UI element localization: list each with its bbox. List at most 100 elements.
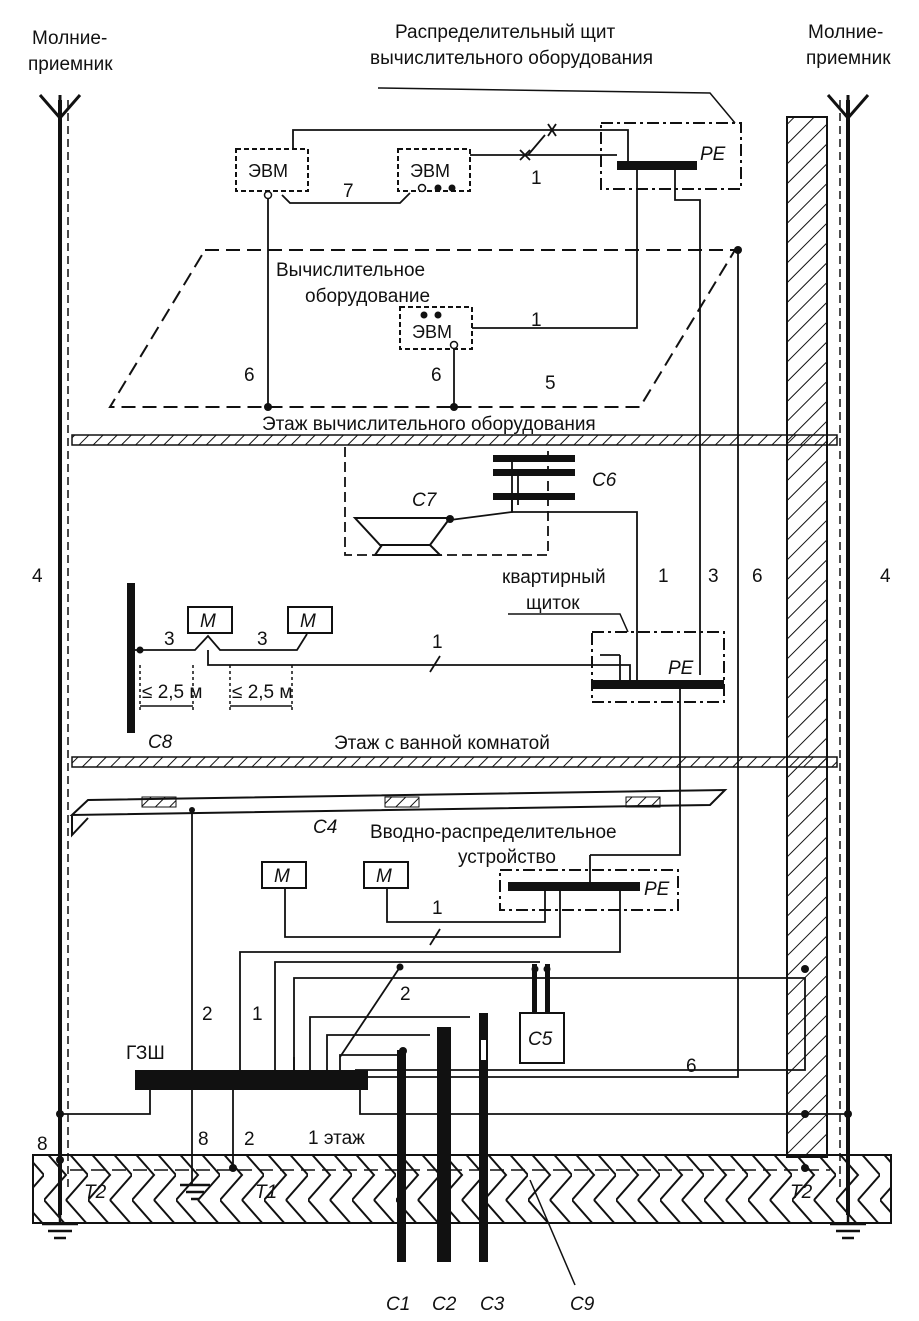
bathtub-c8 xyxy=(127,583,135,733)
pipe-c2 xyxy=(437,1027,451,1262)
svg-text:6: 6 xyxy=(752,566,763,587)
svg-text:2: 2 xyxy=(244,1129,255,1150)
svg-text:T1: T1 xyxy=(255,1182,277,1203)
floor-computing-label: Этаж вычислительного оборудования xyxy=(262,414,596,435)
svg-text:C2: C2 xyxy=(432,1294,457,1315)
svg-text:М: М xyxy=(376,866,392,887)
svg-text:приемник: приемник xyxy=(28,54,113,75)
svg-text:ЭВМ: ЭВМ xyxy=(248,161,288,181)
svg-text:8: 8 xyxy=(198,1129,209,1150)
svg-text:ЭВМ: ЭВМ xyxy=(410,161,450,181)
svg-text:2: 2 xyxy=(202,1004,213,1025)
svg-text:3: 3 xyxy=(708,566,719,587)
svg-text:Вычислительное: Вычислительное xyxy=(276,260,425,281)
svg-text:T2: T2 xyxy=(84,1182,107,1203)
evm-3: ЭВМ xyxy=(399,306,473,350)
computing-area-outline xyxy=(108,249,737,408)
motor-m-2: М xyxy=(287,606,333,634)
svg-text:5: 5 xyxy=(545,373,556,394)
computing-pe-panel xyxy=(600,122,742,190)
svg-text:приемник: приемник xyxy=(806,48,891,69)
svg-text:6: 6 xyxy=(244,365,255,386)
svg-text:7: 7 xyxy=(343,181,354,202)
svg-text:оборудование: оборудование xyxy=(305,286,430,307)
svg-text:4: 4 xyxy=(32,566,43,587)
svg-text:М: М xyxy=(300,611,316,632)
svg-text:1: 1 xyxy=(432,632,443,653)
svg-text:8: 8 xyxy=(37,1134,48,1155)
computing-pe-bus xyxy=(617,161,697,170)
svg-text:PE: PE xyxy=(668,658,694,679)
c6-pipes xyxy=(493,455,575,500)
ground-slab xyxy=(32,1154,892,1224)
floor-slab-computing xyxy=(71,434,838,446)
lightning-rod-left xyxy=(38,94,82,1215)
evm-2: ЭВМ xyxy=(397,148,471,193)
svg-text:Вводно-распределительное: Вводно-распределительное xyxy=(370,822,617,843)
svg-text:квартирный: квартирный xyxy=(502,567,606,588)
motor-m-4: М xyxy=(363,861,409,889)
svg-text:C7: C7 xyxy=(412,490,438,511)
svg-text:вычислительного оборудования: вычислительного оборудования xyxy=(370,48,653,69)
bath-area-outline xyxy=(344,447,549,556)
gzsh-bus xyxy=(135,1070,368,1090)
ground-symbol-t2-left xyxy=(42,1215,78,1240)
svg-text:Молние-: Молние- xyxy=(32,28,107,49)
input-device-bus xyxy=(508,882,640,891)
evm-1: ЭВМ xyxy=(235,148,309,200)
computing-equipment-label: Вычислительное оборудование xyxy=(276,260,430,307)
svg-text:T2: T2 xyxy=(790,1182,813,1203)
svg-text:Распределительный щит: Распределительный щит xyxy=(395,22,616,43)
svg-text:ГЗШ: ГЗШ xyxy=(126,1043,165,1064)
device-c5: C5 xyxy=(519,964,565,1064)
svg-text:1: 1 xyxy=(531,168,542,189)
floor-bathroom-label: Этаж с ванной комнатой xyxy=(334,733,550,754)
svg-text:1: 1 xyxy=(531,310,542,331)
svg-text:C4: C4 xyxy=(313,817,337,838)
svg-text:М: М xyxy=(200,611,216,632)
svg-text:C1: C1 xyxy=(386,1294,410,1315)
svg-text:≤ 2,5 м: ≤ 2,5 м xyxy=(232,682,292,703)
svg-text:≤ 2,5 м: ≤ 2,5 м xyxy=(142,682,202,703)
svg-text:PE: PE xyxy=(644,879,670,900)
lightning-rod-right-label: Молние- приемник xyxy=(806,22,891,69)
lightning-rod-right xyxy=(826,94,870,1215)
svg-text:ЭВМ: ЭВМ xyxy=(412,322,452,342)
svg-text:3: 3 xyxy=(164,629,175,650)
apartment-panel-label: квартирный щиток xyxy=(502,567,606,614)
ground-symbol-t2-right xyxy=(830,1215,866,1240)
svg-text:PE: PE xyxy=(700,144,726,165)
svg-text:C8: C8 xyxy=(148,732,173,753)
riser-column xyxy=(786,116,828,1158)
svg-text:4: 4 xyxy=(880,566,891,587)
svg-text:3: 3 xyxy=(257,629,268,650)
svg-text:2: 2 xyxy=(400,984,411,1005)
svg-text:C5: C5 xyxy=(528,1029,553,1050)
input-device-panel xyxy=(499,869,679,911)
floor-slab-bathroom xyxy=(71,756,838,768)
svg-text:1: 1 xyxy=(432,898,443,919)
svg-text:C9: C9 xyxy=(570,1294,595,1315)
motor-m-3: М xyxy=(261,861,307,889)
svg-text:щиток: щиток xyxy=(526,593,580,614)
svg-text:6: 6 xyxy=(431,365,442,386)
svg-text:1 этаж: 1 этаж xyxy=(308,1128,365,1149)
apartment-pe-panel xyxy=(591,631,725,703)
svg-text:C3: C3 xyxy=(480,1294,505,1315)
svg-text:М: М xyxy=(274,866,290,887)
ground-symbol-t1 xyxy=(180,1183,210,1201)
input-device-label: Вводно-распределительное устройство xyxy=(370,822,617,868)
pipe-c1 xyxy=(397,1047,407,1262)
svg-text:6: 6 xyxy=(686,1056,697,1077)
svg-text:C6: C6 xyxy=(592,470,617,491)
panel-title-label: Распределительный щит вычислительного об… xyxy=(370,22,653,69)
apartment-pe-bus xyxy=(592,680,724,689)
svg-text:Молние-: Молние- xyxy=(808,22,883,43)
lightning-rod-left-label: Молние- приемник xyxy=(28,28,113,75)
sink-c7 xyxy=(352,517,452,556)
svg-text:1: 1 xyxy=(252,1004,263,1025)
pipe-c3 xyxy=(479,1013,488,1262)
svg-text:устройство: устройство xyxy=(458,847,556,868)
svg-text:1: 1 xyxy=(658,566,669,587)
